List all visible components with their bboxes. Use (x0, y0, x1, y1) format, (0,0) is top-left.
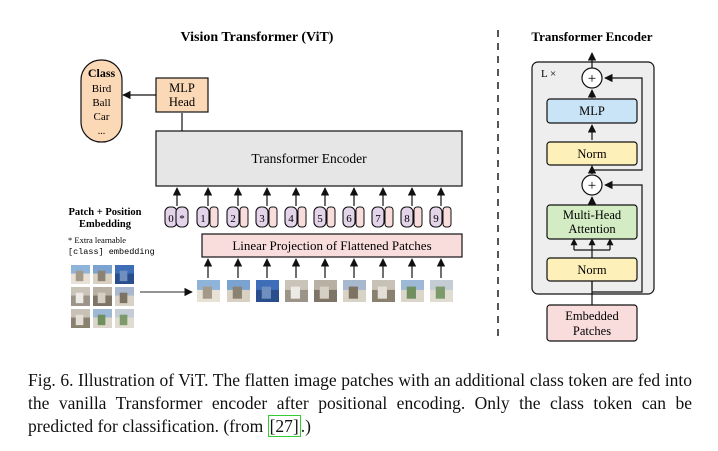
mlp-head-label: MLP (169, 81, 195, 95)
residual-connection-1 (592, 180, 643, 293)
image-patch-detail (119, 270, 128, 282)
position-tokens: 0 * 1 2 3 4 5 6 7 8 9 (164, 206, 452, 228)
patch-embedding-token (442, 206, 452, 228)
position-token (371, 206, 385, 228)
add-symbol: + (588, 71, 596, 87)
token-label: 5 (317, 213, 323, 225)
mlp-label: MLP (579, 104, 605, 118)
position-token (429, 206, 443, 228)
transformer-encoder-box (155, 130, 463, 187)
image-patch-detail (232, 286, 242, 299)
figure-caption: Fig. 6. Illustration of ViT. The flatten… (28, 369, 692, 438)
embedding-label: Embedding (79, 219, 132, 230)
class-title: Class (88, 66, 116, 80)
class-output-box (80, 59, 123, 143)
image-patch-detail (75, 270, 84, 282)
position-token (342, 206, 356, 228)
image-patch-detail (406, 286, 416, 299)
position-token (284, 206, 298, 228)
token-label: 4 (288, 213, 294, 225)
norm-bottom-label: Norm (577, 263, 606, 277)
repeat-label: L × (541, 68, 556, 80)
extra-note: [class] embedding (68, 247, 155, 257)
token-label: 7 (375, 213, 381, 225)
attention-label: Multi-Head (563, 208, 622, 222)
image-patch-detail (348, 286, 358, 299)
image-patch-detail (435, 286, 445, 299)
token-label: 6 (346, 213, 352, 225)
patch-embedding-token (326, 206, 336, 228)
position-token (255, 206, 269, 228)
position-token (313, 206, 327, 228)
position-token (196, 206, 210, 228)
add-node (581, 67, 603, 89)
token-label: * (179, 213, 185, 225)
norm-top-label: Norm (577, 147, 606, 161)
token-arrows (172, 187, 446, 278)
position-token (226, 206, 240, 228)
image-patch-detail (261, 286, 271, 299)
class-item: Car (94, 111, 110, 123)
patch-embedding-token (268, 206, 278, 228)
caption-text: Fig. 6. Illustration of ViT. The flatten… (28, 370, 692, 436)
caption-suffix: .) (300, 416, 311, 436)
image-patch-detail (319, 286, 329, 299)
image-patch-detail (290, 286, 300, 299)
class-item: Bird (92, 83, 112, 95)
token-label: 8 (404, 213, 410, 225)
mlp-box (546, 98, 638, 124)
image-patch-detail (75, 292, 84, 304)
class-item: ... (98, 126, 106, 137)
norm-top-box (546, 141, 638, 166)
token-label: 9 (433, 213, 439, 225)
image-patch-detail (97, 292, 106, 304)
class-item: Ball (92, 97, 110, 109)
flattened-patches-row (197, 280, 453, 302)
vit-title: Vision Transformer (ViT) (181, 30, 334, 45)
position-token (400, 206, 414, 228)
encoder-detail-title: Transformer Encoder (531, 29, 652, 44)
image-patch-detail (97, 270, 106, 282)
vit-diagram: Vision Transformer (ViT) Class Bird Ball… (68, 29, 655, 342)
residual-connection-2 (592, 73, 643, 171)
patch-embedding-token (239, 206, 249, 228)
transformer-encoder-label: Transformer Encoder (251, 151, 367, 166)
image-patch-grid (71, 265, 134, 328)
token-label: 3 (259, 213, 265, 225)
add-symbol: + (588, 178, 596, 194)
mlp-head-box (155, 77, 209, 113)
linear-projection-box (201, 233, 463, 258)
token-label: 1 (200, 213, 206, 225)
token-label: 0 (168, 213, 174, 225)
patch-embedding-token (413, 206, 423, 228)
citation-link[interactable]: [27] (267, 415, 301, 437)
patch-embedding-token (297, 206, 307, 228)
patch-embedding-token (209, 206, 219, 228)
image-patch-detail (75, 314, 84, 326)
embedded-patches-label: Embedded (565, 309, 619, 323)
patch-embedding-token (355, 206, 365, 228)
image-patch-detail (377, 286, 387, 299)
patch-embedding-token (384, 206, 394, 228)
token-label: 2 (230, 213, 236, 225)
norm-bottom-box (546, 257, 638, 282)
embedded-patches-box (546, 304, 638, 342)
extra-note: * Extra learnable (68, 235, 126, 245)
attention-box (546, 204, 638, 240)
embedding-label: Patch + Position (68, 207, 141, 218)
image-patch-detail (119, 314, 128, 326)
attention-label: Attention (568, 222, 616, 236)
add-node (581, 174, 603, 196)
linear-projection-label: Linear Projection of Flattened Patches (232, 238, 431, 253)
image-patch-detail (97, 314, 106, 326)
image-patch-detail (119, 292, 128, 304)
embedded-patches-label: Patches (573, 324, 611, 338)
mlp-head-label: Head (169, 95, 196, 109)
image-patch-detail (202, 286, 212, 299)
class-token (175, 206, 189, 228)
